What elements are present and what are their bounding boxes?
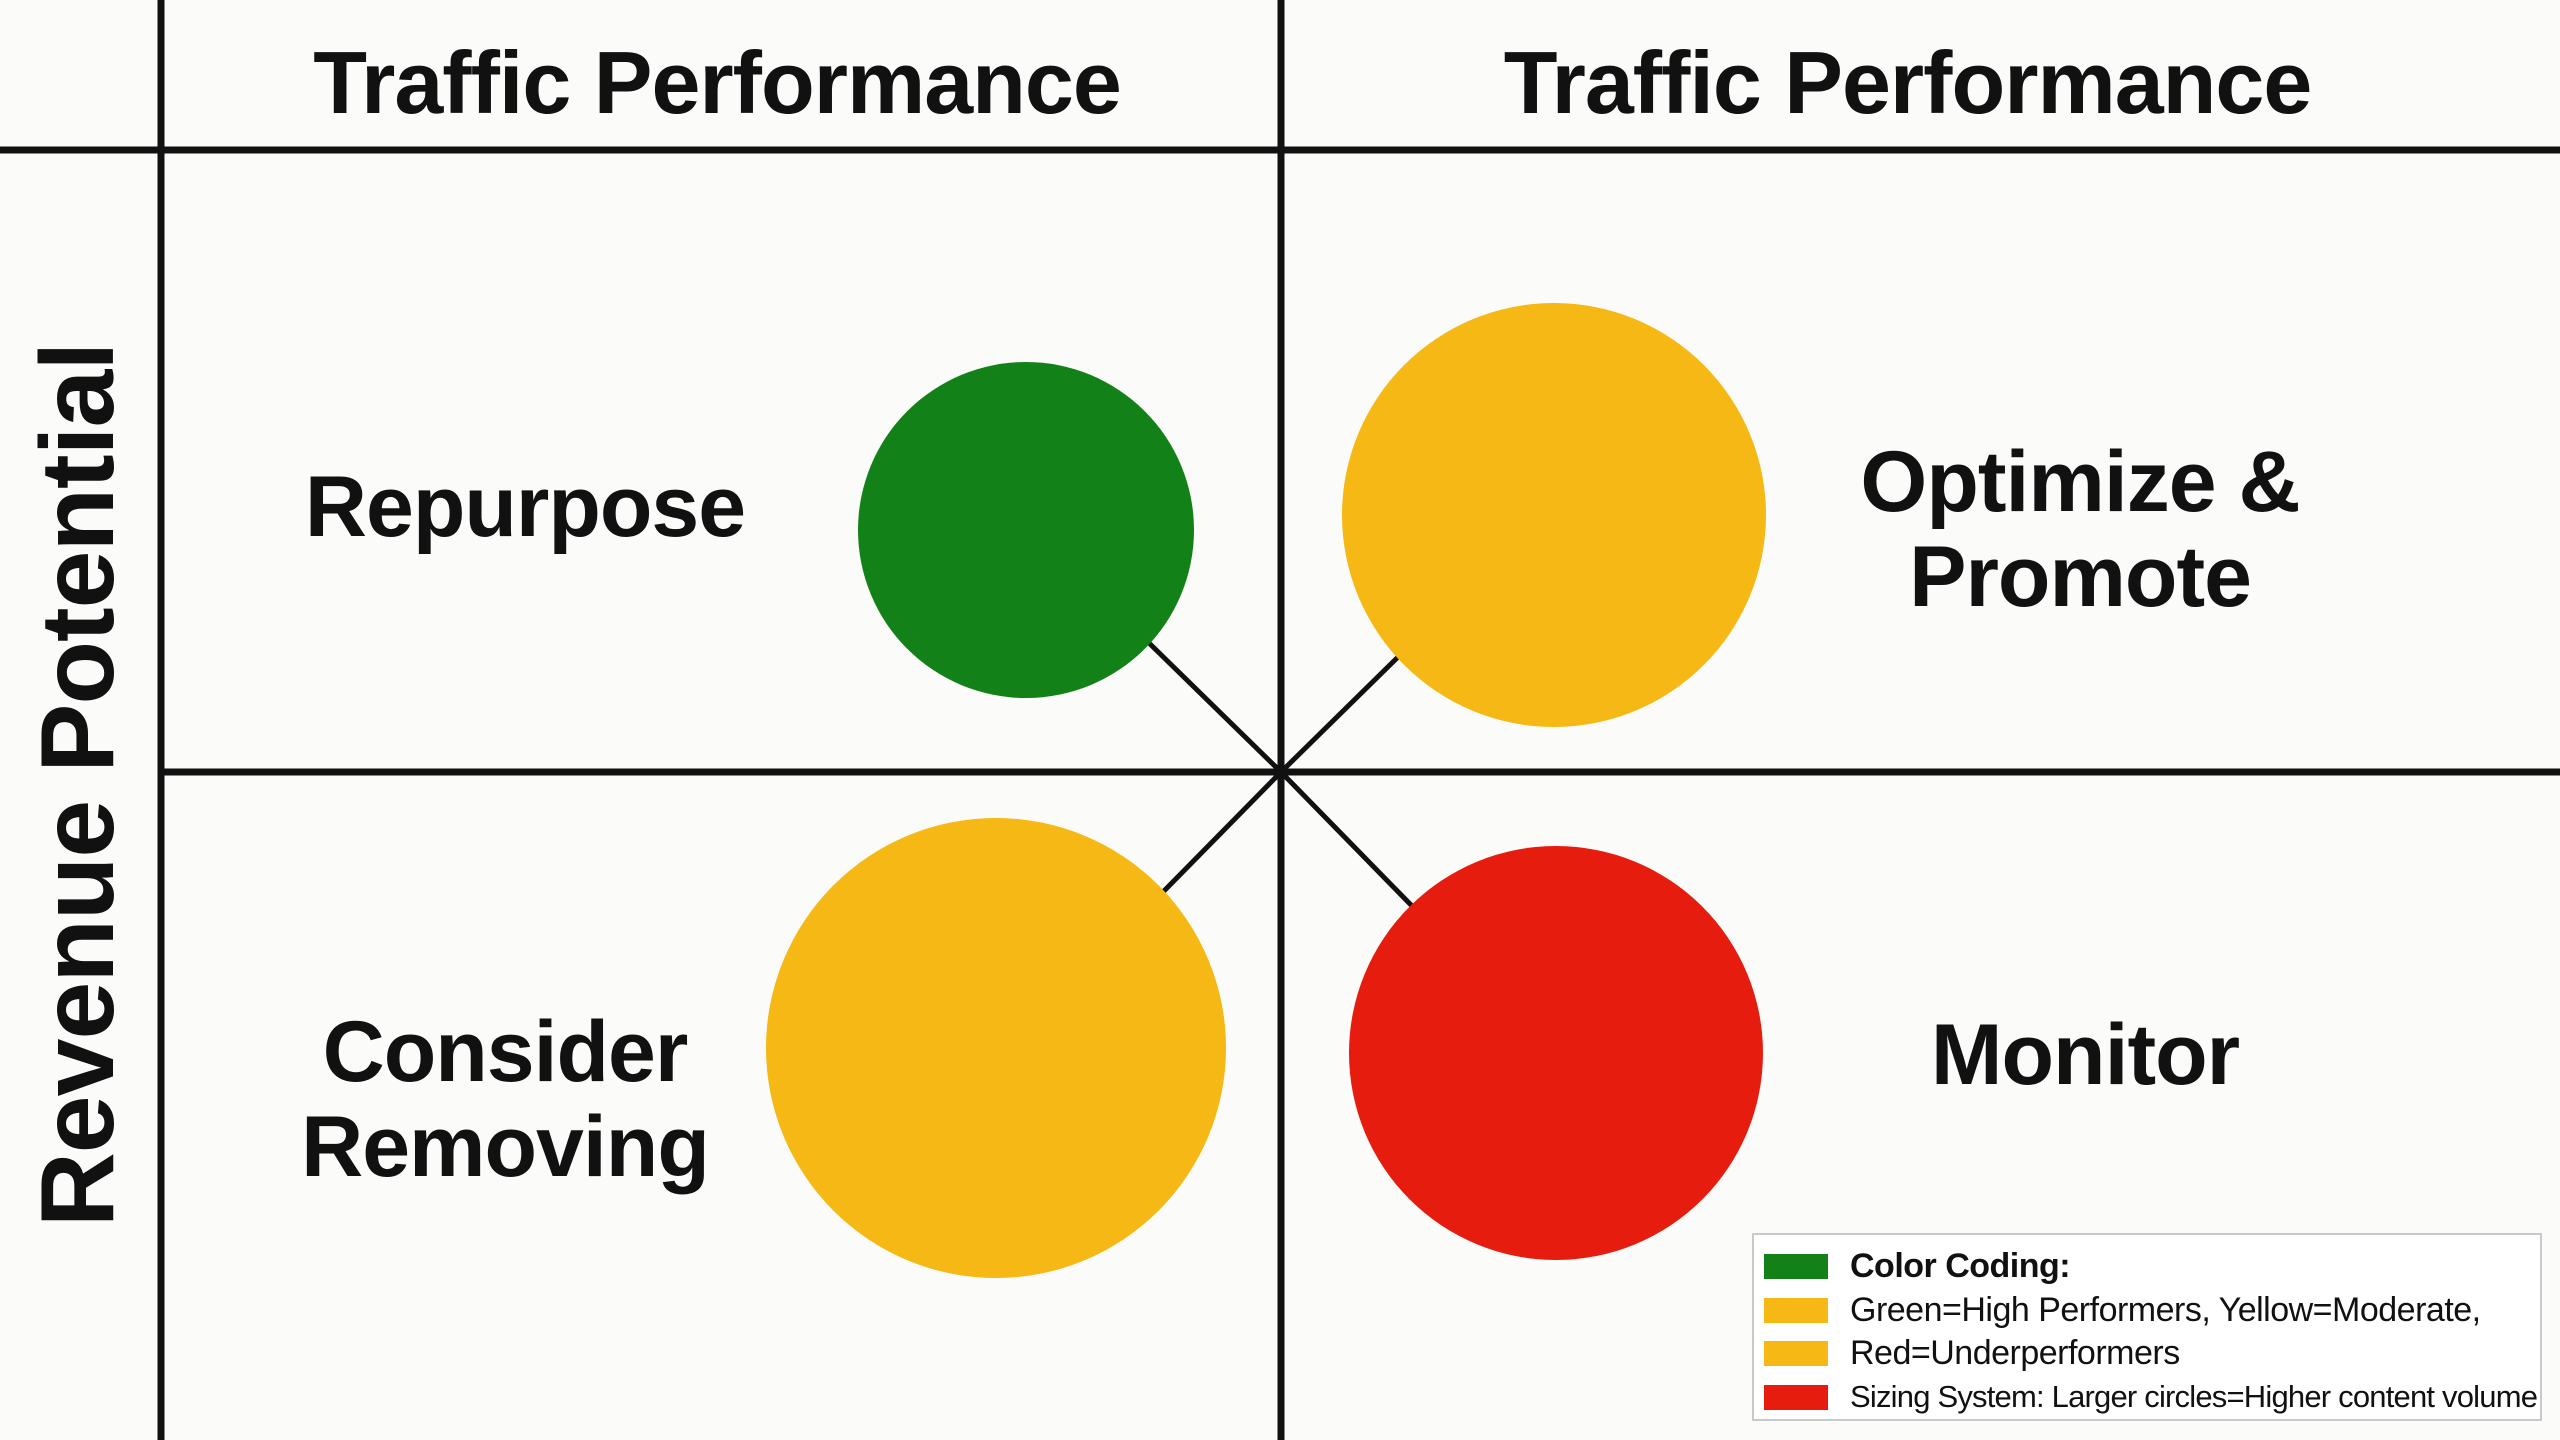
connector-top-right [1279,655,1400,774]
quadrant-label-line: Monitor [1930,1007,2240,1103]
y-axis-label: Revenue Potential [19,342,136,1228]
quadrant-label-line: Optimize & [1860,434,2300,530]
connector-top-left [1146,640,1283,774]
circle-repurpose [858,362,1194,698]
legend-row: Sizing System: Larger circles=Higher con… [1764,1376,2538,1420]
legend-heading: Color Coding: [1850,1247,2071,1286]
legend-box: Color Coding: Green=High Performers, Yel… [1752,1233,2542,1421]
quadrant-label-top-right: Optimize & Promote [1760,435,2400,625]
connector-bottom-left [1160,770,1283,895]
legend-swatch-red [1764,1384,1828,1410]
legend-swatch-yellow [1764,1341,1828,1367]
legend-swatch-yellow [1764,1297,1828,1323]
quadrant-label-bottom-left: Consider Removing [230,1005,780,1195]
legend-row: Color Coding: [1764,1245,2528,1289]
legend-row: Red=Underperformers [1764,1332,2528,1376]
connector-bottom-right [1279,770,1415,909]
quadrant-label-bottom-right: Monitor [1840,1008,2330,1103]
circle-monitor [1349,846,1763,1260]
quadrant-label-top-left: Repurpose [250,460,800,555]
quadrant-label-line: Repurpose [304,459,746,555]
legend-text: Sizing System: Larger circles=Higher con… [1850,1379,2538,1415]
legend-swatch-green [1764,1254,1828,1280]
legend-row: Green=High Performers, Yellow=Moderate, [1764,1289,2528,1333]
legend-text: Red=Underperformers [1850,1334,2180,1373]
quadrant-label-line: Removing [301,1099,710,1195]
column-title-left: Traffic Performance [313,33,1122,132]
legend-text: Green=High Performers, Yellow=Moderate, [1850,1290,2481,1329]
circle-optimize-promote [1342,303,1766,727]
circle-consider-removing [766,818,1226,1278]
quadrant-label-line: Consider [322,1004,689,1100]
quadrant-label-line: Promote [1909,529,2252,625]
column-title-right: Traffic Performance [1503,33,2313,132]
